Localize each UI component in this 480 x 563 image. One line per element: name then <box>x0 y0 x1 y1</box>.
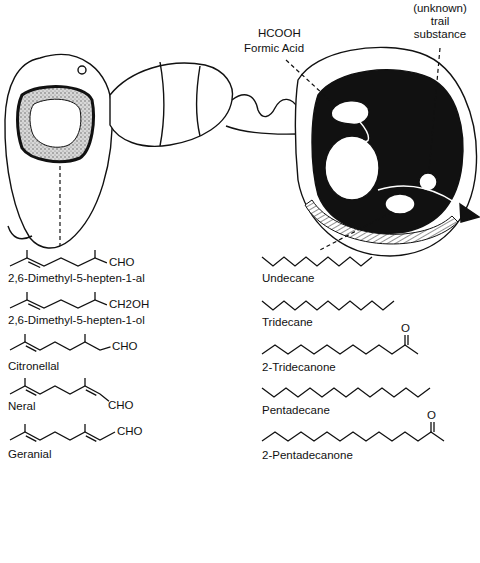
chemical-structure <box>262 301 394 310</box>
chemical-structure <box>262 422 444 441</box>
compound-label: CH2OH <box>109 298 149 311</box>
gland-product-label: (unknown) trail substance <box>404 2 476 41</box>
bond <box>262 301 394 310</box>
double-bond <box>86 390 97 396</box>
convoluted-gland <box>331 101 369 125</box>
bond <box>10 300 107 308</box>
bond <box>404 335 405 345</box>
compound-label: 2,6-Dimethyl-5-hepten-1-ol <box>8 314 145 327</box>
compound-label: 2-Pentadecanone <box>262 449 353 462</box>
double-bond <box>28 262 40 268</box>
bond <box>84 378 85 386</box>
gland-product-label: HCOOH <box>258 27 301 40</box>
atom-label: O <box>401 322 410 335</box>
bond <box>24 378 25 386</box>
compound-label: CHO <box>112 340 138 353</box>
bond <box>10 342 111 350</box>
double-bond <box>26 436 37 442</box>
dufour-gland <box>385 194 415 214</box>
eye <box>78 66 86 74</box>
compound-label: CHO <box>108 399 134 412</box>
leader-line <box>286 60 336 106</box>
bond <box>84 334 85 342</box>
leader-line <box>320 212 392 250</box>
compound-label: Undecane <box>262 272 314 285</box>
bond <box>94 250 95 258</box>
double-bond <box>86 436 97 442</box>
bond <box>262 388 430 397</box>
double-bond <box>433 422 434 432</box>
compound-label: Geranial <box>8 448 51 461</box>
compound-label: Tridecane <box>262 316 313 329</box>
chemical-structure <box>10 424 115 441</box>
cuticle-band <box>305 200 458 244</box>
mandible <box>8 226 32 239</box>
abdomen-outline <box>295 47 476 256</box>
head-outline <box>5 55 112 249</box>
compound-label: CHO <box>109 256 135 269</box>
compound-label: Citronellal <box>8 360 59 373</box>
gland-duct <box>360 122 369 141</box>
gland-lumen <box>30 99 81 147</box>
leader-line <box>59 166 60 246</box>
bond <box>262 257 372 266</box>
bond <box>430 422 431 432</box>
chemical-structure <box>10 250 107 268</box>
gland-product-label: Formic Acid <box>244 42 304 55</box>
petiole <box>232 95 298 117</box>
chemical-structure <box>262 388 430 397</box>
bond <box>262 432 444 441</box>
abdomen-cutaway <box>312 70 463 234</box>
bond <box>10 432 115 440</box>
bond <box>262 345 418 354</box>
chemical-structure <box>10 378 109 401</box>
compound-label: 2,6-Dimethyl-5-hepten-1-al <box>8 272 145 285</box>
bond <box>84 424 85 432</box>
chemical-structure <box>10 334 111 351</box>
leader-line <box>429 48 440 171</box>
bond <box>10 386 109 401</box>
compound-label: CHO <box>117 425 143 438</box>
compound-label: Neral <box>8 400 35 413</box>
bond <box>10 258 107 266</box>
chemical-structure <box>262 335 418 354</box>
bond <box>26 250 27 258</box>
thorax-suture <box>197 66 200 136</box>
compound-label: 2-Tridecanone <box>262 361 336 374</box>
double-bond <box>407 335 408 345</box>
sting-duct <box>378 186 462 208</box>
chemical-structure <box>262 257 372 266</box>
bond <box>24 424 25 432</box>
double-bond <box>26 346 37 352</box>
bond <box>26 292 27 300</box>
double-bond <box>26 390 37 396</box>
bond <box>24 334 25 342</box>
bond <box>94 292 95 300</box>
poison-reservoir <box>325 136 379 200</box>
atom-label: O <box>427 409 436 422</box>
compound-label: Pentadecane <box>262 404 330 417</box>
mandibular-gland <box>18 86 94 161</box>
thorax-outline <box>110 63 233 146</box>
sting <box>460 204 479 222</box>
chemical-structure <box>10 292 107 310</box>
thorax-suture <box>160 62 164 146</box>
petiole <box>226 126 298 134</box>
double-bond <box>28 304 40 310</box>
